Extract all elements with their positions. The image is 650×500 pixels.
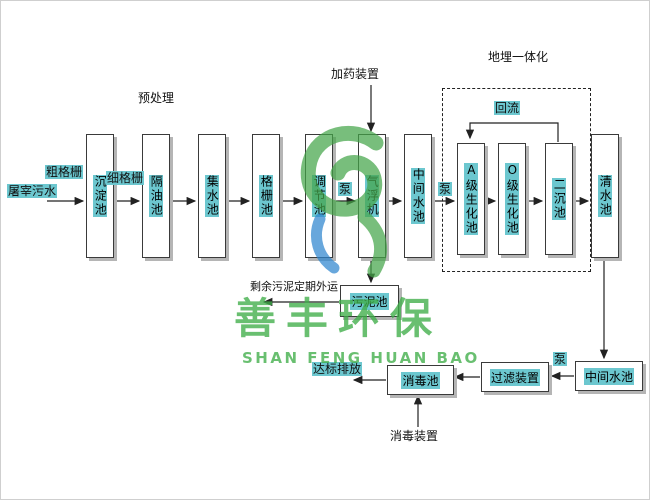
tank-label: 中间水池 bbox=[410, 168, 426, 224]
buried-integration-boundary bbox=[442, 88, 591, 272]
pump-label-1: 泵 bbox=[338, 182, 353, 197]
tank-intermediate: 中间水池 bbox=[404, 134, 432, 258]
tank-label: 沉淀池 bbox=[92, 175, 108, 217]
tank-clean-water: 清水池 bbox=[591, 134, 619, 258]
air-flotation-machine: 气浮机 bbox=[358, 134, 386, 258]
tank-label: 隔油池 bbox=[148, 175, 164, 217]
pump-label-2: 泵 bbox=[438, 182, 453, 197]
dosing-device-label: 加药装置 bbox=[331, 67, 380, 81]
influent-label: 屠宰污水 bbox=[7, 184, 58, 199]
filter-device: 过滤装置 bbox=[481, 362, 549, 392]
watermark-company-name: 善丰环保 bbox=[234, 294, 443, 343]
pump-label-3: 泵 bbox=[553, 352, 568, 367]
reflux-label: 回流 bbox=[494, 101, 521, 116]
box-label: 中间水池 bbox=[583, 367, 634, 385]
tank-a-biochemical: A级生化池 bbox=[457, 143, 485, 255]
tank-label: 集水池 bbox=[204, 175, 220, 217]
tank-label: 气浮机 bbox=[364, 175, 380, 217]
tank-label: 二沉池 bbox=[551, 178, 567, 220]
sludge-tank: 污泥池 bbox=[340, 285, 399, 317]
box-label: 消毒池 bbox=[401, 371, 440, 389]
box-label: 过滤装置 bbox=[489, 368, 540, 386]
discharge-label: 达标排放 bbox=[312, 362, 363, 377]
tank-secondary-settling: 二沉池 bbox=[545, 143, 573, 255]
pretreatment-label: 预处理 bbox=[138, 91, 175, 105]
tank-label: 清水池 bbox=[597, 175, 613, 217]
tank-o-biochemical: O级生化池 bbox=[498, 143, 526, 255]
buried-integration-label: 地埋一体化 bbox=[488, 50, 549, 64]
tank-label: 调节池 bbox=[311, 175, 327, 217]
fine-screen-label: 细格栅 bbox=[106, 171, 145, 186]
sludge-disposal-note: 剩余污泥定期外运 bbox=[250, 280, 338, 293]
tank-screen: 格栅池 bbox=[252, 134, 280, 258]
tank-label: O级生化池 bbox=[504, 163, 520, 235]
intermediate-tank-2: 中间水池 bbox=[575, 361, 643, 391]
box-label: 污泥池 bbox=[350, 292, 389, 310]
tank-label: 格栅池 bbox=[258, 175, 274, 217]
coarse-screen-label: 粗格栅 bbox=[45, 165, 84, 180]
tank-sedimentation: 沉淀池 bbox=[86, 134, 114, 258]
tank-regulating: 调节池 bbox=[305, 134, 333, 258]
tank-label: A级生化池 bbox=[463, 163, 479, 235]
disinfection-device-label: 消毒装置 bbox=[390, 429, 439, 443]
tank-collection: 集水池 bbox=[198, 134, 226, 258]
disinfection-tank: 消毒池 bbox=[387, 365, 454, 395]
tank-oil-separation: 隔油池 bbox=[142, 134, 170, 258]
